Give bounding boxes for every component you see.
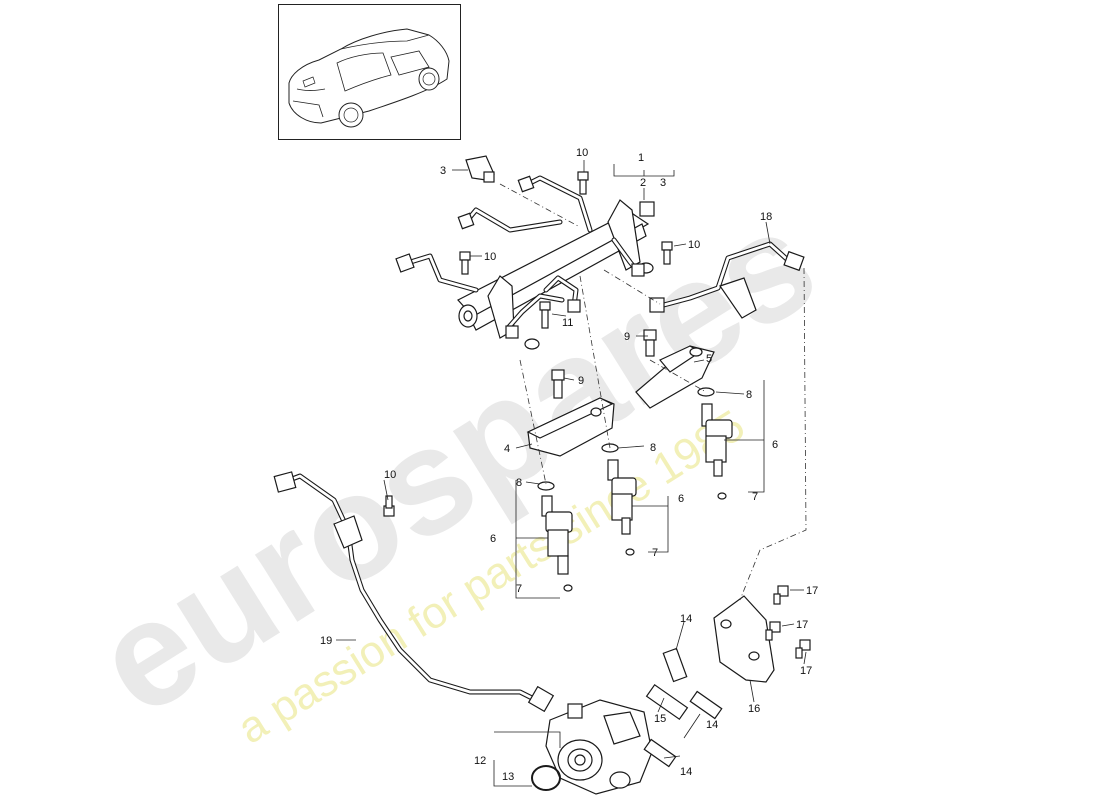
callout-6-left: 6	[490, 533, 496, 545]
stud-14-upper	[662, 647, 688, 683]
callout-10-right: 10	[688, 239, 700, 251]
callout-8-left: 8	[516, 477, 522, 489]
stud-14-lower	[643, 738, 677, 768]
bolt-10-right	[661, 241, 673, 265]
pressure-sensor	[465, 155, 495, 183]
callout-7-right: 7	[752, 491, 758, 503]
callout-10-lower: 10	[384, 469, 396, 481]
callout-5: 5	[706, 353, 712, 365]
callout-7-left: 7	[516, 583, 522, 595]
bolt-9-right	[643, 329, 657, 357]
callout-9-right: 9	[624, 331, 630, 343]
leader-lines	[336, 160, 807, 787]
callout-17-middle: 17	[796, 619, 808, 631]
bolt-10-top	[577, 171, 589, 195]
stud-14-middle	[689, 690, 723, 720]
car-thumbnail-icon	[288, 28, 450, 128]
bolt-10-left	[459, 251, 471, 275]
callout-14-middle: 14	[706, 719, 718, 731]
callout-10-left: 10	[484, 251, 496, 263]
callout-6-right: 6	[772, 439, 778, 451]
callout-14-upper: 14	[680, 613, 692, 625]
heat-shield	[713, 595, 775, 683]
injector-lines	[395, 175, 645, 339]
vehicle-thumbnail	[278, 4, 461, 140]
callout-13: 13	[502, 771, 514, 783]
bolt-9-left	[551, 369, 565, 399]
stud-15	[645, 683, 689, 721]
callout-12: 12	[474, 755, 486, 767]
bolt-10-lower	[383, 495, 395, 517]
plug-part-2	[639, 201, 655, 217]
callout-19: 19	[320, 635, 332, 647]
callout-15: 15	[654, 713, 666, 725]
callout-6-middle: 6	[678, 493, 684, 505]
injector-right	[697, 387, 733, 500]
callout-numbers: 1 2 3 3 4 5 6 6 6 7 7 7 8 8 8 9 9 10 10 …	[320, 147, 818, 783]
callout-17-top: 17	[806, 585, 818, 597]
return-line	[649, 241, 805, 319]
bolts-17	[765, 585, 811, 659]
callout-11: 11	[562, 317, 573, 329]
alignment-lines	[499, 183, 807, 601]
o-ring	[531, 765, 561, 791]
injector-left	[537, 481, 573, 592]
callout-1: 1	[638, 152, 644, 164]
callout-7-middle: 7	[652, 547, 658, 559]
callout-8-middle: 8	[650, 442, 656, 454]
callout-4: 4	[504, 443, 510, 455]
callout-9-left: 9	[578, 375, 584, 387]
callout-17-lower: 17	[800, 665, 812, 677]
bolt-11	[539, 301, 551, 329]
callout-18: 18	[760, 211, 772, 223]
high-pressure-pump	[545, 699, 653, 795]
callout-3-rail: 3	[660, 177, 666, 189]
callout-8-right: 8	[746, 389, 752, 401]
callout-2: 2	[640, 177, 646, 189]
callout-10-top: 10	[576, 147, 588, 159]
callout-16: 16	[748, 703, 760, 715]
callout-3-sensor: 3	[440, 165, 446, 177]
bracket-4	[526, 397, 615, 457]
studs	[643, 647, 723, 768]
callout-14-lower: 14	[680, 766, 692, 778]
bolts	[383, 171, 673, 517]
feed-line	[273, 471, 555, 713]
